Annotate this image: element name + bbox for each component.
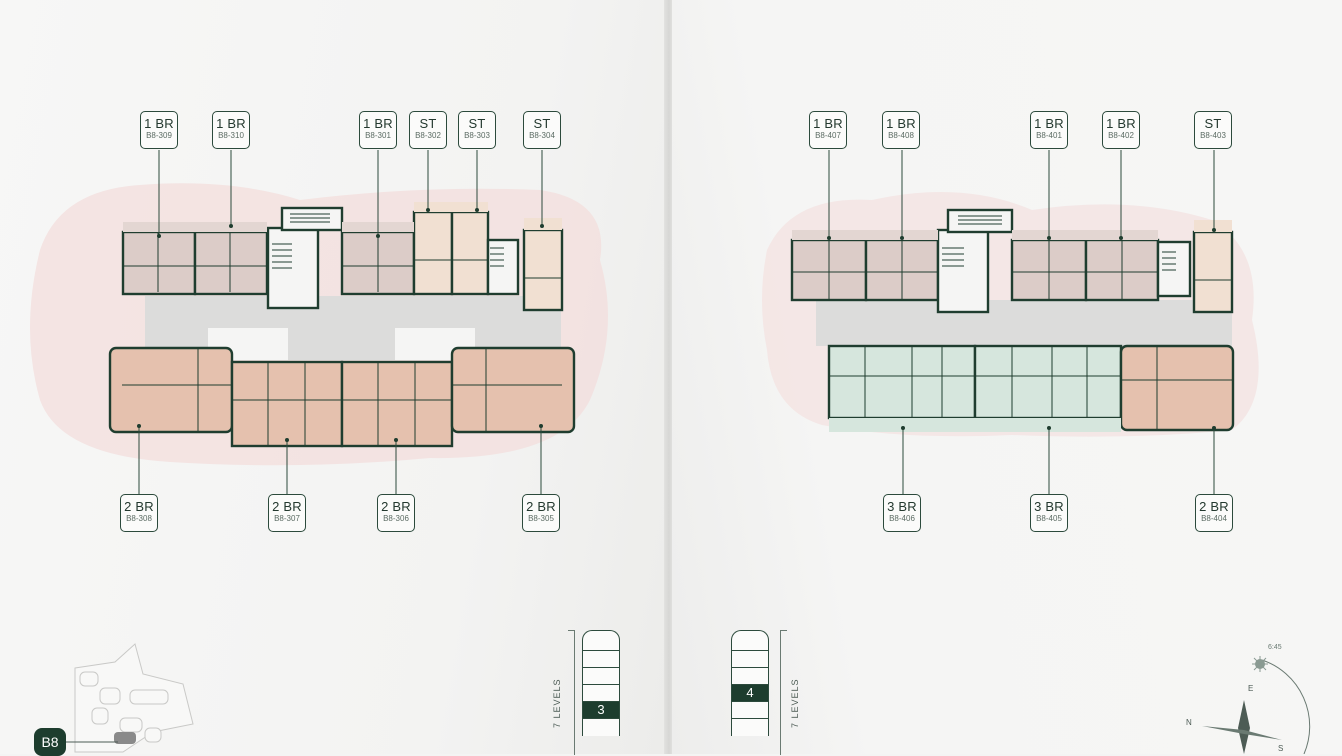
unit-b8-302 <box>412 210 454 296</box>
unit-b8-306 <box>340 360 454 448</box>
level-indicator: 4 <box>731 630 769 736</box>
levels-label: 7 LEVELS <box>552 678 562 728</box>
levels-label: 7 LEVELS <box>790 678 800 728</box>
levels-bracket <box>568 630 575 755</box>
floor-plan-level-4 <box>762 150 1311 754</box>
building-badge[interactable]: B8 <box>34 728 66 756</box>
unit-b8-303 <box>450 210 490 296</box>
compass-north: N <box>1186 718 1192 727</box>
unit-b8-304 <box>522 228 564 312</box>
compass-time: 6:45 <box>1268 644 1282 651</box>
compass-south: S <box>1278 744 1284 753</box>
site-map <box>66 643 194 753</box>
unit-b8-307 <box>230 360 344 448</box>
unit-b8-403 <box>1192 230 1234 314</box>
current-level[interactable]: 3 <box>583 702 619 719</box>
unit-b8-310 <box>193 230 269 296</box>
unit-b8-305 <box>450 346 576 434</box>
current-level[interactable]: 4 <box>732 685 768 702</box>
level-indicator: 3 <box>582 630 620 736</box>
unit-b8-308 <box>108 346 234 434</box>
unit-b8-406 <box>827 344 977 420</box>
book-gutter <box>664 0 674 754</box>
stair-core-2 <box>1156 240 1192 298</box>
corridor <box>816 300 1232 346</box>
levels-bracket <box>780 630 787 755</box>
floor-plan-level-3 <box>30 150 608 753</box>
compass-east: E <box>1248 684 1254 693</box>
unit-b8-404 <box>1119 344 1235 432</box>
compass-icon <box>1202 656 1311 754</box>
stair-core-2 <box>486 238 520 296</box>
unit-b8-405 <box>973 344 1123 420</box>
site-map-building-b8 <box>114 732 136 744</box>
stair-core-1 <box>936 228 990 314</box>
unit-b8-309 <box>121 230 197 296</box>
